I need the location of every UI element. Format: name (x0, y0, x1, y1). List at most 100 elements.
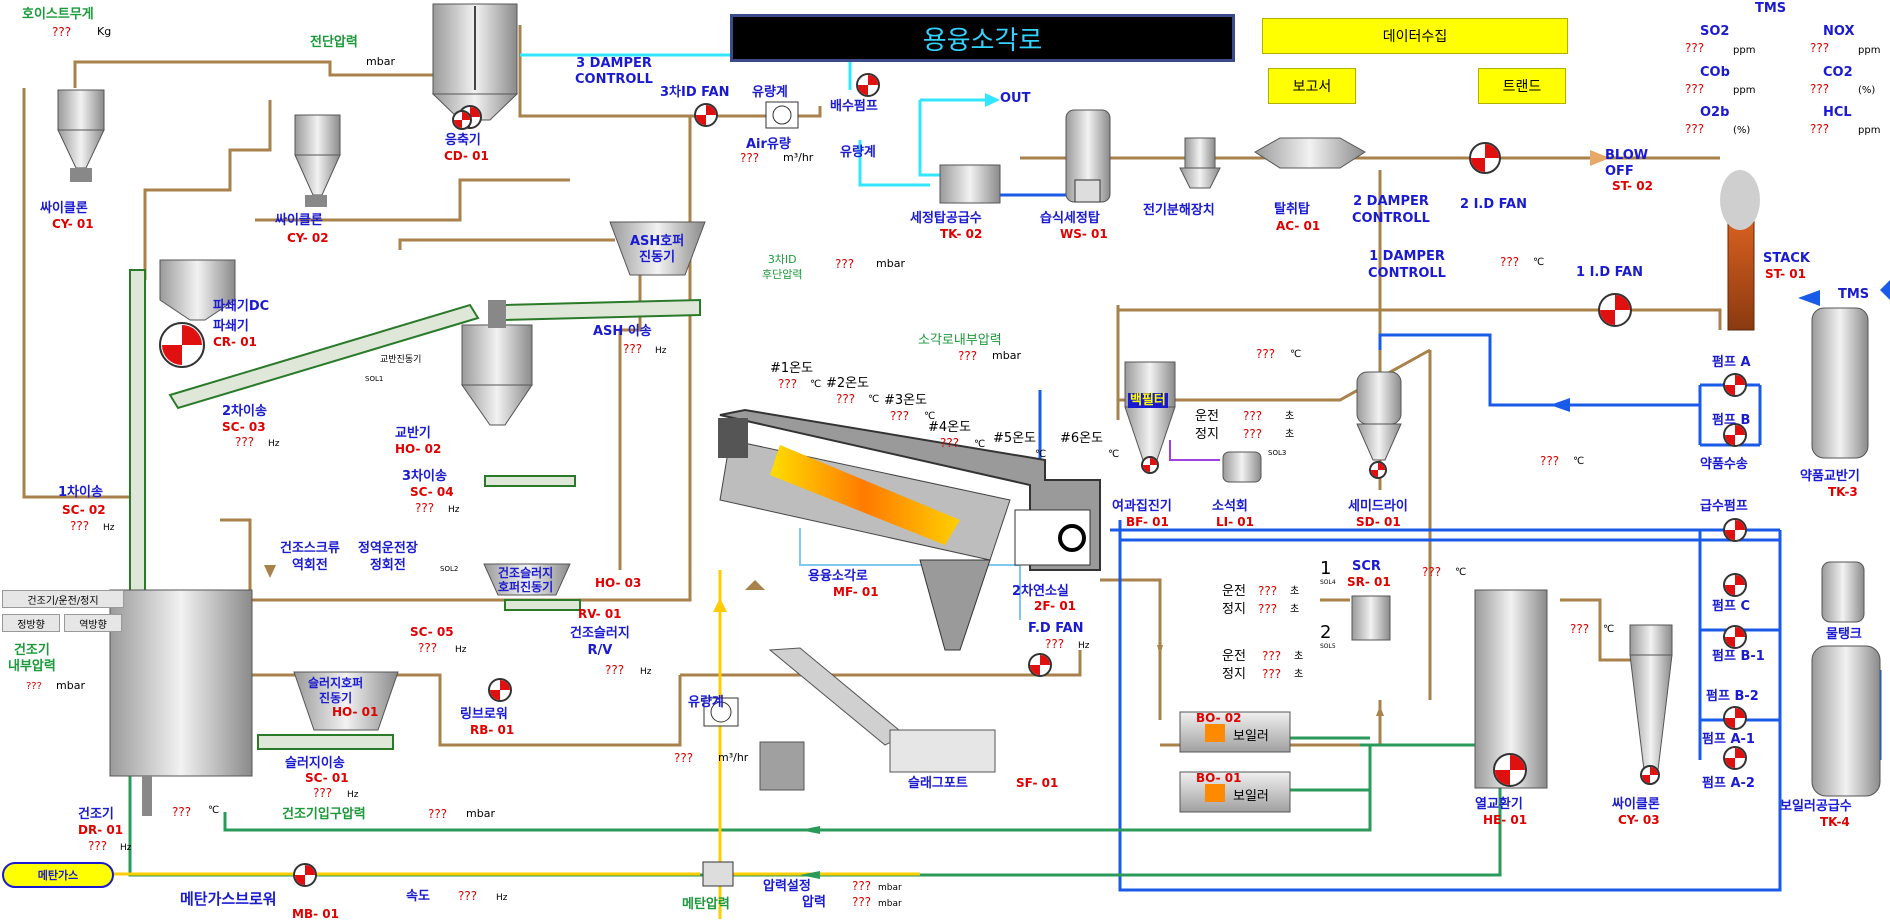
screw-forward-label[interactable]: 정역운전장 정회전 (358, 541, 418, 573)
cyclone-cy01 (57, 89, 105, 182)
washtank-id: TK- 02 (940, 227, 983, 241)
data-collection-button[interactable]: 데이터수집 (1262, 18, 1568, 54)
furnace-pressure-unit: mbar (992, 349, 1021, 362)
he-name: 열교환기 (1475, 797, 1523, 812)
sc01-value: ??? (313, 786, 333, 800)
dryer-unit: Hz (120, 843, 132, 853)
sc04-unit: Hz (448, 505, 460, 515)
cyclone-cy02 (294, 114, 341, 207)
rb01-id: RB- 01 (470, 723, 515, 737)
condenser-id: CD- 01 (444, 149, 489, 163)
methane-speed-value: ??? (458, 889, 478, 903)
dryer-run-stop-button[interactable]: 건조기/운전/정지 (2, 590, 124, 608)
dryer-inlet-unit: mbar (466, 807, 495, 820)
sc05-id: SC- 05 (410, 625, 454, 639)
bag-filter-bf01 (1124, 361, 1176, 461)
dryer-temp-unit: ℃ (208, 805, 220, 816)
dryer-id: DR- 01 (78, 823, 124, 837)
pump-b-label: 펌프 B (1712, 413, 1751, 428)
sol2-label: SOL2 (440, 565, 459, 573)
flowmeter3-unit: m³/hr (718, 751, 749, 764)
secondary-name: 2차연소실 (1012, 584, 1069, 599)
pipes-brown (22, 25, 1722, 747)
temp4-value: ??? (940, 436, 960, 450)
tms-o2b-label: O2b (1700, 105, 1730, 120)
tms-hcl-unit: ppm (1858, 125, 1881, 136)
crusher-cr01 (159, 259, 236, 321)
scr2-run-unit: 초 (1294, 651, 1304, 662)
air-flow-unit: m³/hr (783, 151, 814, 164)
tk3-name: 약품교반기 (1800, 469, 1860, 484)
sc02-value: ??? (70, 519, 90, 533)
sc04-id: SC- 04 (410, 485, 454, 499)
methane-gas-pill[interactable]: 메탄가스 (2, 862, 114, 888)
boiler-bo01 (1179, 771, 1291, 813)
sd-temp-value: ??? (1540, 454, 1560, 468)
temp1-label: #1온도 (770, 361, 814, 376)
methane-pressure-label: 메탄압력 (682, 897, 730, 912)
tms-nox-value: ??? (1810, 41, 1830, 55)
dryer-value: ??? (88, 839, 108, 853)
sc03-id: SC- 03 (222, 420, 266, 434)
sc05-unit: Hz (455, 645, 467, 655)
scr-name: SCR (1352, 559, 1381, 574)
cyclone-cy01-name: 싸이클론 (40, 201, 88, 216)
bag-filter-id: BF- 01 (1126, 515, 1169, 529)
stack-st01 (1720, 170, 1760, 331)
sc01-unit: Hz (347, 790, 359, 800)
screw-reverse-label[interactable]: 건조스크류 역회전 (280, 541, 340, 573)
semidry-id: SD- 01 (1356, 515, 1401, 529)
pump-b1-label: 펌프 B-1 (1712, 649, 1765, 664)
dryer-pressure-unit: mbar (56, 679, 85, 692)
dryer-temp-value: ??? (172, 805, 192, 819)
sc03-name: 2차이송 (222, 404, 267, 419)
sol3-label: SOL3 (1268, 449, 1287, 457)
trend-button[interactable]: 트랜드 (1478, 68, 1566, 104)
front-pressure-label: 전단압력 (310, 35, 358, 50)
tms-o2b-unit: (%) (1733, 125, 1751, 136)
tms-cob-label: COb (1700, 65, 1730, 80)
temp6-unit: ℃ (1108, 449, 1120, 460)
scr1-run-value: ??? (1258, 584, 1278, 598)
sludge-hopper (293, 671, 399, 731)
report-button[interactable]: 보고서 (1268, 68, 1356, 104)
scrubber-id: WS- 01 (1060, 227, 1108, 241)
washtank-tk02 (939, 164, 1001, 204)
dryer-name: 건조기 (78, 807, 114, 822)
dryer-pressure-value: ??? (26, 681, 42, 692)
temp2-label: #2온도 (826, 376, 870, 391)
tk3-id: TK-3 (1828, 485, 1858, 499)
scrubber-name: 습식세정탑 (1040, 211, 1100, 226)
seq-2-label: 2 (1320, 622, 1332, 643)
temp5-label: #5온도 (993, 431, 1037, 446)
cyclone-cy01-id: CY- 01 (52, 217, 94, 231)
crusher-id: CR- 01 (213, 335, 257, 349)
dryer-forward-button[interactable]: 정방향 (2, 614, 60, 632)
drain-pump-label: 배수펌프 (830, 99, 878, 114)
tms-so2-unit: ppm (1733, 45, 1756, 56)
tms-cob-unit: ppm (1733, 85, 1756, 96)
ash-hopper-label: ASH호퍼 진동기 (630, 234, 685, 265)
slag-conveyor (759, 647, 996, 791)
sc02-unit: Hz (103, 523, 115, 533)
tms-o2b-value: ??? (1685, 122, 1705, 136)
rv01-unit: Hz (640, 667, 652, 677)
ash-transfer-unit: Hz (655, 346, 667, 356)
electrolysis-unit (1179, 137, 1221, 189)
dryer-reverse-button[interactable]: 역방향 (64, 614, 122, 632)
lime-name: 소석회 (1212, 499, 1248, 514)
tms-co2-value: ??? (1810, 82, 1830, 96)
tms-nox-unit: ppm (1858, 45, 1881, 56)
cy03-id: CY- 03 (1618, 813, 1660, 827)
pressure-set-unit: mbar (878, 883, 902, 893)
chem-mixer-tk3 (1811, 307, 1869, 459)
condenser-name: 응축기 (445, 133, 481, 148)
sc02-name: 1차이송 (58, 485, 103, 500)
fdfan-value: ??? (1045, 637, 1065, 651)
tms-co2-label: CO2 (1823, 65, 1853, 80)
sc03-value: ??? (235, 435, 255, 449)
mixer-ho02-id: HO- 02 (395, 442, 442, 456)
tms-title: TMS (1755, 1, 1787, 16)
mixer-ho02-name: 교반기 (395, 426, 431, 441)
